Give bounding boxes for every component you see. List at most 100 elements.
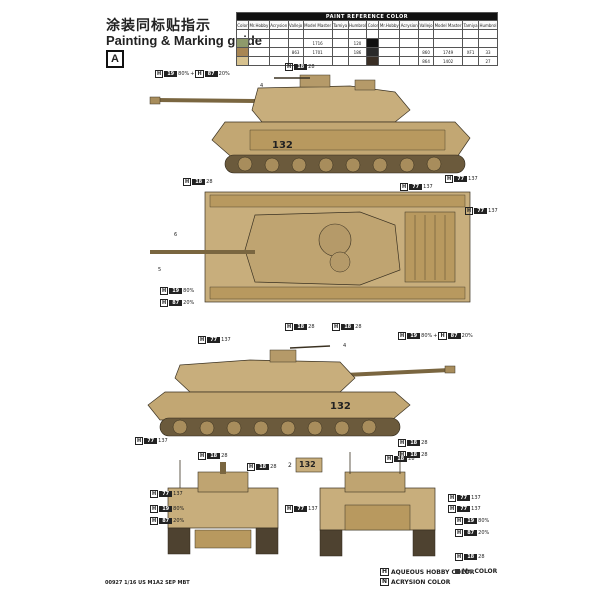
h-badge: H — [160, 299, 169, 307]
h-badge: H — [195, 70, 204, 78]
legend-n-badge: N — [380, 578, 390, 586]
color-code: 87 — [204, 71, 218, 77]
loader-hatch — [329, 251, 351, 273]
tank-top-view — [150, 191, 471, 303]
mix-value: 80% — [183, 288, 195, 294]
color-code: 18 — [294, 324, 308, 330]
plus-sign: + — [433, 333, 438, 339]
color-code: 87 — [464, 530, 478, 536]
page-title: Painting & Marking guide — [106, 33, 263, 48]
h-badge: H — [438, 332, 447, 340]
paint-cell — [366, 56, 380, 66]
h-badge: H — [455, 529, 464, 537]
front-gun — [220, 462, 226, 474]
mix-value: 20% — [218, 71, 230, 77]
color-code: 18 — [407, 440, 421, 446]
road-wheel — [253, 420, 269, 436]
tank-rear-view — [319, 452, 436, 557]
color-code: 18 — [407, 452, 421, 458]
mix-value: 28 — [308, 324, 315, 330]
road-wheel — [372, 157, 388, 173]
color-code: 87 — [169, 300, 183, 306]
front-hull — [167, 487, 279, 529]
hull-number-left: 132 — [272, 140, 293, 151]
color-code: 87 — [159, 518, 173, 524]
h-badge: H — [160, 287, 169, 295]
h-badge: H — [332, 323, 341, 331]
legend-mr-color: Mr. COLOR — [455, 568, 497, 575]
h-badge: H — [398, 332, 407, 340]
h-badge: H — [465, 207, 474, 215]
h-badge: H — [455, 553, 464, 561]
legend-aqueous-label: AQUEOUS HOBBY COLOR — [391, 568, 475, 576]
road-wheel — [318, 157, 334, 173]
road-wheel — [226, 420, 242, 436]
road-wheel — [307, 420, 323, 436]
mix-value: 80% — [178, 71, 190, 77]
color-code: 77 — [207, 337, 221, 343]
hull-number-right: 132 — [330, 401, 351, 412]
decal-2-label: 2 — [288, 462, 292, 469]
paint-cell — [399, 56, 420, 66]
road-wheel — [172, 419, 188, 435]
road-wheel — [361, 419, 377, 435]
paint-cell — [268, 56, 289, 66]
paint-cell: 27 — [477, 56, 499, 66]
color-code: 18 — [294, 64, 308, 70]
color-code: 77 — [409, 184, 423, 190]
mix-value: 20% — [173, 518, 185, 524]
mix-value: 28 — [221, 453, 228, 459]
color-code: 18 — [207, 453, 221, 459]
road-wheels-right — [172, 419, 377, 436]
decal-2-plate — [295, 457, 323, 473]
h-badge: H — [247, 463, 256, 471]
road-wheel — [345, 157, 361, 173]
sight — [354, 79, 376, 91]
road-wheel — [237, 156, 253, 172]
mix-value: 137 — [471, 495, 481, 501]
mix-value: 28 — [355, 324, 362, 330]
color-code: 18 — [192, 179, 206, 185]
mix-value: 137 — [471, 506, 481, 512]
color-code: 18 — [341, 324, 355, 330]
color-code: 77 — [144, 438, 158, 444]
legend-h-badge: H — [380, 568, 390, 576]
color-code: 77 — [474, 208, 488, 214]
side-skirt — [249, 129, 446, 151]
color-code: 19 — [464, 518, 478, 524]
road-wheel — [280, 420, 296, 436]
h-badge: H — [445, 175, 454, 183]
h-badge: H — [285, 323, 294, 331]
color-code: 87 — [447, 333, 461, 339]
paint-cell: 1402 — [432, 56, 464, 66]
rear-turret — [344, 471, 406, 493]
front-glacis — [194, 529, 252, 549]
commander-hatch — [318, 223, 352, 257]
legend-mr-label: Mr. COLOR — [462, 568, 498, 575]
paint-cell — [302, 56, 333, 66]
part-number: 4 — [260, 83, 264, 89]
mix-value: 137 — [488, 208, 498, 214]
h-badge: H — [385, 455, 394, 463]
mix-value: 28 — [421, 440, 428, 446]
road-wheel — [426, 156, 442, 172]
h-badge: H — [150, 517, 159, 525]
h-badge: H — [398, 439, 407, 447]
mix-value: 28 — [308, 64, 315, 70]
road-wheel — [291, 157, 307, 173]
h-badge: H — [400, 183, 409, 191]
paint-cell — [236, 56, 249, 66]
mix-value: 137 — [468, 176, 478, 182]
